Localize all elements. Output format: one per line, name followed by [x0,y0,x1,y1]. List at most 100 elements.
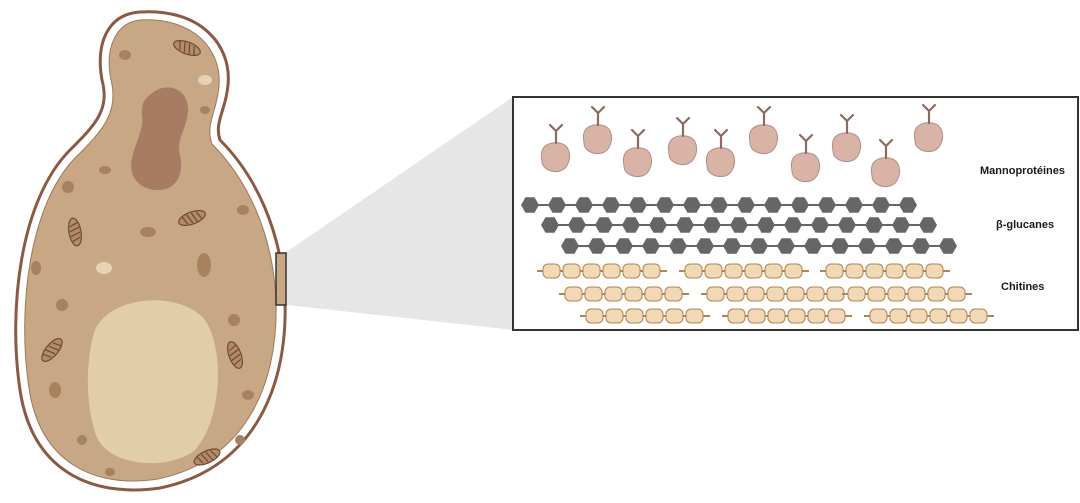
chitin-unit [827,308,846,324]
chitin-unit [764,263,783,279]
glucan-unit [939,238,957,254]
chitin-unit [807,308,826,324]
chitin-unit [645,308,664,324]
label-mannoproteins: Mannoprotéines [980,165,1065,177]
mannoprotein [790,133,821,182]
glucan-unit [804,238,822,254]
vesicles [31,50,254,476]
chitin-unit [665,308,684,324]
wall-sample-box [275,252,287,306]
label-glucans: β-glucanes [996,219,1055,231]
glucan-unit [683,197,701,213]
chitin-unit [825,263,844,279]
mannoprotein [705,128,736,177]
chitin-unit [786,286,805,302]
chitin-unit [704,263,723,279]
chitin-unit [787,308,806,324]
glucan-unit [602,197,620,213]
glucan-unit [541,217,559,233]
glucan-unit [737,197,755,213]
nucleus [131,87,189,190]
glucan-unit [548,197,566,213]
chitin-unit [706,286,725,302]
glucan-unit [595,217,613,233]
glucan-unit [723,238,741,254]
label-chitins: Chitines [1001,281,1045,293]
chitin-unit [925,263,944,279]
chitin-unit [727,308,746,324]
glucan-unit [811,217,829,233]
glucan-unit [568,217,586,233]
glucan-unit [865,217,883,233]
chitin-unit [726,286,745,302]
mannoprotein [582,105,613,154]
glucan-unit [561,238,579,254]
glucan-unit [669,238,687,254]
chitin-unit [746,286,765,302]
chitin-unit [664,286,683,302]
chitin-unit [826,286,845,302]
chitin-unit [947,286,966,302]
mannoprotein [831,113,862,162]
glucan-unit [588,238,606,254]
chitin-unit [887,286,906,302]
glucan-unit [629,197,647,213]
chitin-layer [537,263,994,324]
glucan-unit [885,238,903,254]
glucan-unit [676,217,694,233]
glucan-unit [521,197,539,213]
glucan-unit [872,197,890,213]
chitin-unit [905,263,924,279]
chitin-unit [885,263,904,279]
vacuole [87,300,218,464]
mitochondria [41,40,243,466]
mannoprotein [748,105,779,154]
glucan-unit [845,197,863,213]
chitin-unit [767,308,786,324]
glucan-unit [649,217,667,233]
chitin-unit [584,286,603,302]
chitin-unit [949,308,968,324]
chitin-unit [847,286,866,302]
chitin-unit [564,286,583,302]
chitin-unit [744,263,763,279]
chitin-unit [927,286,946,302]
chitin-unit [624,286,643,302]
glucan-unit [642,238,660,254]
glucan-unit [784,217,802,233]
chitin-unit [907,286,926,302]
mannoprotein [622,128,653,177]
chitin-unit [869,308,888,324]
chitin-unit [784,263,803,279]
chitin-unit [845,263,864,279]
glucan-unit [575,197,593,213]
glucan-unit [912,238,930,254]
chitin-unit [747,308,766,324]
chitin-unit [644,286,663,302]
chitin-unit [685,308,704,324]
chitin-unit [605,308,624,324]
glucan-unit [858,238,876,254]
zoom-wedge [282,97,513,330]
glucan-unit [777,238,795,254]
chitin-unit [909,308,928,324]
glucan-unit [919,217,937,233]
chitin-unit [865,263,884,279]
chitin-unit [585,308,604,324]
glucan-unit [831,238,849,254]
chitin-unit [724,263,743,279]
glucan-unit [764,197,782,213]
glucan-unit [750,238,768,254]
chitin-unit [969,308,988,324]
chitin-unit [806,286,825,302]
chitin-unit [867,286,886,302]
chitin-unit [684,263,703,279]
chitin-unit [562,263,581,279]
glucan-unit [838,217,856,233]
glucan-unit [757,217,775,233]
chitin-unit [542,263,561,279]
glucan-unit [818,197,836,213]
yeast-cell [14,10,287,492]
chitin-unit [889,308,908,324]
